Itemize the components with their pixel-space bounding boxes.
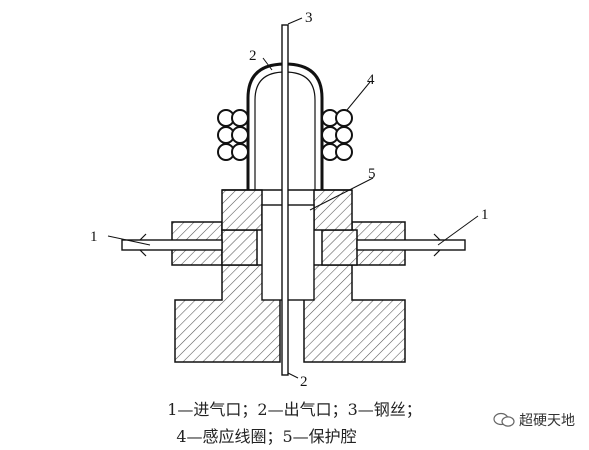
upper-housing-right bbox=[313, 189, 353, 231]
label-outlet-bottom: 2 bbox=[300, 374, 308, 390]
label-induction-coil: 4 bbox=[367, 72, 375, 88]
steel-wire bbox=[281, 24, 289, 376]
right-fitting-nut bbox=[321, 229, 358, 266]
label-steel-wire: 3 bbox=[305, 10, 313, 26]
label-protective-chamber: 5 bbox=[368, 166, 376, 182]
label-inlet-left: 1 bbox=[90, 229, 98, 245]
inlet-pipe-right bbox=[356, 239, 466, 251]
label-outlet-top: 2 bbox=[249, 48, 257, 64]
legend-line-2: 4—感应线圈；5—保护腔 bbox=[176, 427, 357, 446]
inlet-pipe-left bbox=[121, 239, 223, 251]
upper-housing bbox=[221, 189, 263, 231]
label-inlet-right: 1 bbox=[481, 207, 489, 223]
watermark: 超硬天地 bbox=[493, 410, 575, 430]
watermark-text: 超硬天地 bbox=[519, 413, 575, 429]
wechat-icon bbox=[493, 412, 515, 427]
legend-line-1: 1—进气口；2—出气口；3—钢丝； bbox=[167, 400, 422, 419]
base-block-right bbox=[303, 264, 406, 363]
leader-lines bbox=[107, 17, 479, 379]
induction-coil bbox=[217, 109, 353, 161]
left-fitting-nut bbox=[221, 229, 258, 266]
